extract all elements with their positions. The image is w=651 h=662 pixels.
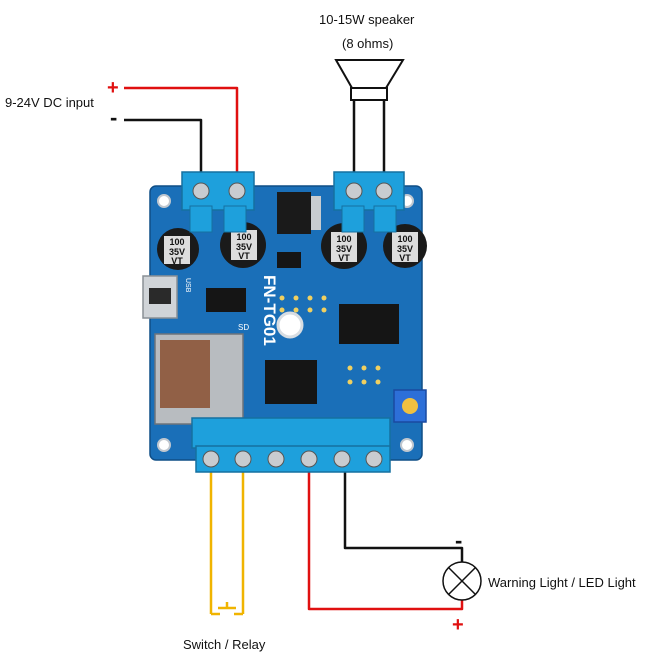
cap4-series: VT [399, 253, 411, 263]
lamp-label: Warning Light / LED Light [488, 575, 636, 590]
switch-icon [211, 602, 243, 616]
cap2-series: VT [238, 251, 250, 261]
cap4-voltage: 35V [397, 244, 413, 254]
dc-terminal-block [181, 171, 255, 233]
cap1-voltage: 35V [169, 247, 185, 257]
cap4-value: 100 [397, 234, 412, 244]
speaker-label-line2: (8 ohms) [342, 36, 394, 51]
dc-positive-wire [124, 86, 239, 182]
lamp-positive-wire [307, 465, 464, 611]
board-text: 100 35V VT 100 35V VT 100 35V VT 100 35V… [169, 232, 413, 266]
pcb-board [142, 185, 427, 461]
usb-label: USB [184, 278, 191, 293]
wires [124, 86, 464, 614]
cap3-voltage: 35V [336, 244, 352, 254]
speaker-terminal-block [333, 171, 405, 233]
cap3-series: VT [338, 253, 350, 263]
cap2-voltage: 35V [236, 242, 252, 252]
dc-minus-sign: - [110, 105, 118, 130]
dc-input-label: 9-24V DC input [5, 95, 94, 110]
speaker-label-line1: 10-15W speaker [319, 12, 415, 27]
dc-negative-wire [124, 118, 203, 182]
switch-label: Switch / Relay [183, 637, 266, 652]
cap3-value: 100 [336, 234, 351, 244]
cap2-value: 100 [236, 232, 251, 242]
io-terminal-block [191, 417, 391, 473]
dc-plus-sign: + [107, 77, 119, 99]
lamp-icon [442, 561, 482, 601]
capacitors [157, 222, 427, 270]
sd-label: SD [238, 323, 249, 332]
lamp-negative-wire [343, 468, 464, 562]
lamp-minus-sign: - [455, 528, 463, 553]
speaker-icon [334, 59, 405, 101]
cap1-value: 100 [169, 237, 184, 247]
cap1-series: VT [171, 256, 183, 266]
lamp-plus-sign: + [452, 614, 464, 636]
board-model: FN-TG01 [260, 275, 279, 346]
